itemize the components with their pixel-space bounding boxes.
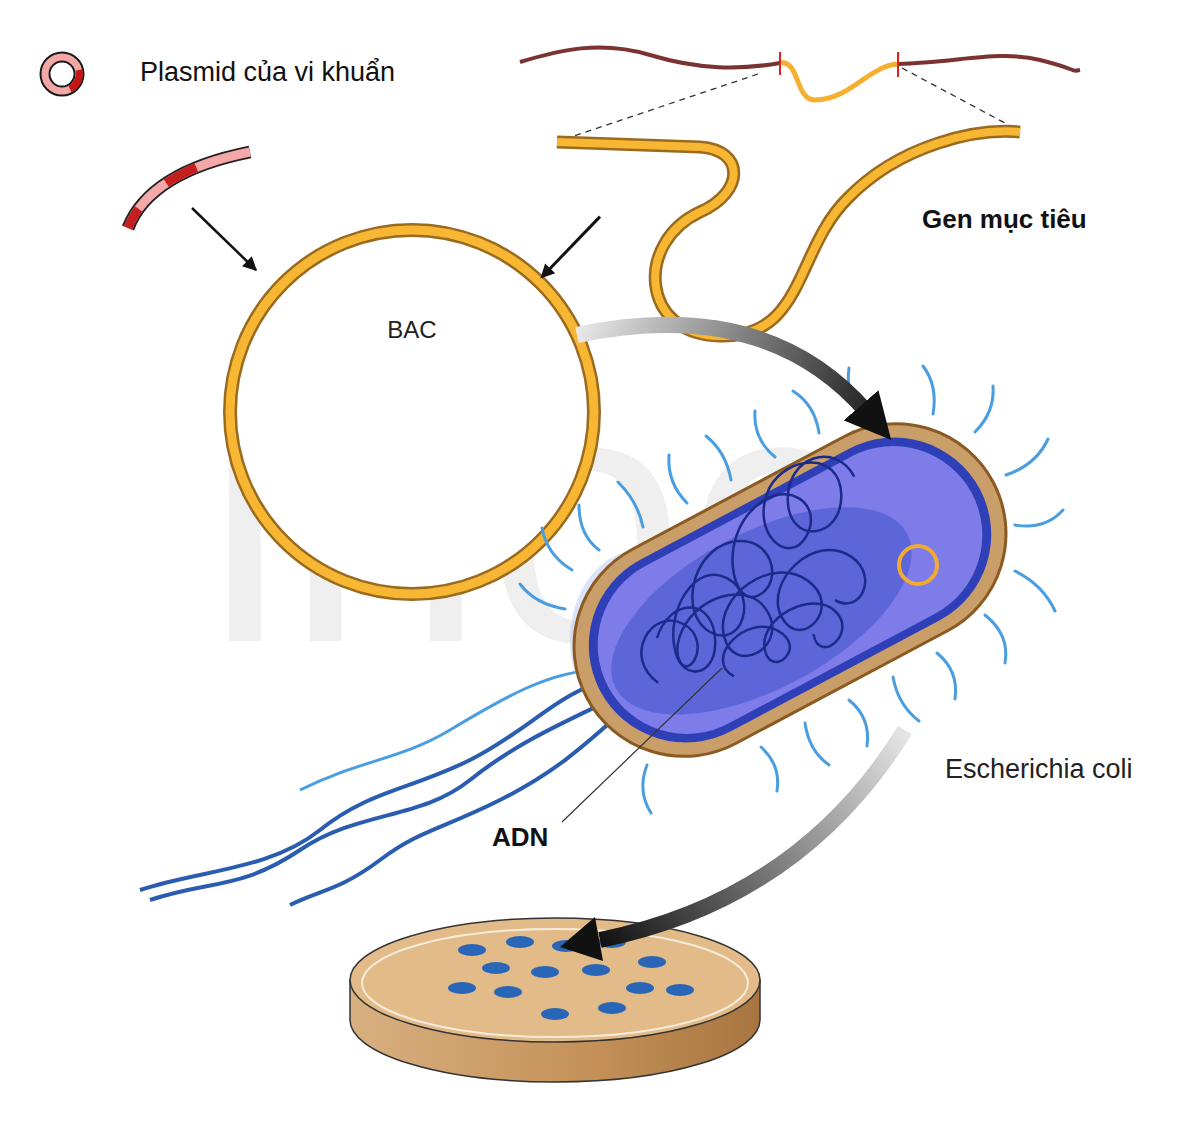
pilus bbox=[669, 455, 687, 503]
pilus bbox=[755, 411, 775, 457]
flagellum bbox=[150, 695, 620, 900]
petri-dish-top bbox=[350, 918, 760, 1042]
flagellum bbox=[300, 670, 600, 790]
pilus bbox=[793, 391, 819, 433]
plasmid-icon-outline bbox=[45, 57, 79, 91]
bac-ring bbox=[230, 230, 594, 594]
colony bbox=[494, 986, 522, 998]
guide-line bbox=[562, 74, 758, 140]
colony bbox=[626, 982, 654, 994]
gene-shape bbox=[600, 120, 1140, 350]
colony bbox=[582, 964, 610, 976]
bacterium-shape bbox=[560, 440, 1020, 760]
colony bbox=[531, 966, 559, 978]
pilus bbox=[1015, 571, 1055, 611]
pilus bbox=[985, 615, 1006, 663]
plasmid-icon-segment bbox=[70, 70, 79, 89]
colony bbox=[598, 1002, 626, 1014]
callout-label: ADN bbox=[492, 822, 548, 853]
chromosome bbox=[650, 525, 887, 716]
pilus bbox=[937, 653, 956, 699]
bacterium: Escherichia coli bbox=[560, 440, 1020, 760]
pilus bbox=[923, 366, 934, 414]
pilus bbox=[520, 584, 565, 609]
cut-site bbox=[897, 52, 899, 77]
pilus bbox=[1015, 510, 1063, 526]
colony bbox=[506, 936, 534, 948]
pilus bbox=[542, 528, 572, 570]
flagellum bbox=[140, 680, 610, 890]
node-text: Escherichia coli bbox=[945, 753, 1133, 785]
colony bbox=[448, 982, 476, 994]
nucleoid bbox=[579, 465, 944, 758]
pilus bbox=[579, 505, 599, 550]
chromosome bbox=[594, 443, 897, 685]
cell-membrane bbox=[555, 403, 1026, 776]
pilus bbox=[761, 747, 778, 791]
cytoplasm bbox=[566, 415, 1013, 766]
flagella bbox=[140, 670, 630, 905]
pilus bbox=[1006, 439, 1048, 475]
pilus bbox=[643, 765, 651, 813]
pilus bbox=[975, 386, 993, 432]
target-region bbox=[780, 63, 898, 100]
plasmid-fragment-outline bbox=[128, 152, 250, 228]
plasmid-fragment bbox=[128, 152, 250, 228]
dna-strand bbox=[520, 47, 780, 67]
pilus bbox=[618, 482, 643, 527]
gene-fragment: Gen mục tiêu bbox=[600, 120, 1140, 350]
dna-strand bbox=[898, 56, 1080, 71]
guide-line bbox=[902, 68, 1018, 130]
pilus bbox=[848, 368, 863, 416]
cell-wall bbox=[535, 385, 1044, 795]
cut-site bbox=[779, 52, 781, 75]
legend-text: Plasmid của vi khuẩn bbox=[140, 56, 395, 88]
colony bbox=[666, 984, 694, 996]
plasmid-icon bbox=[45, 57, 79, 91]
pilus bbox=[849, 700, 868, 746]
colony bbox=[638, 956, 666, 968]
node-text: Gen mục tiêu bbox=[922, 204, 1087, 235]
culture-arrow bbox=[600, 730, 905, 940]
flagellum bbox=[290, 705, 630, 905]
bac-circle: BAC bbox=[222, 222, 602, 602]
pilus bbox=[893, 677, 919, 721]
colony bbox=[482, 962, 510, 974]
petri-dish-rim bbox=[362, 929, 748, 1037]
insert-arrow bbox=[192, 208, 256, 270]
pilus bbox=[706, 436, 731, 480]
culture-arrow-head bbox=[560, 917, 603, 961]
bac-ring-outline bbox=[230, 230, 594, 594]
colony bbox=[541, 1008, 569, 1020]
pili bbox=[520, 366, 1063, 813]
node-text: BAC bbox=[222, 316, 602, 345]
arrow-connector bbox=[548, 217, 600, 271]
bac-in-cell bbox=[899, 546, 937, 584]
plasmid-fragment-segment bbox=[128, 152, 250, 228]
bac-shape bbox=[222, 222, 602, 602]
pilus bbox=[805, 723, 829, 765]
colony bbox=[458, 944, 486, 956]
